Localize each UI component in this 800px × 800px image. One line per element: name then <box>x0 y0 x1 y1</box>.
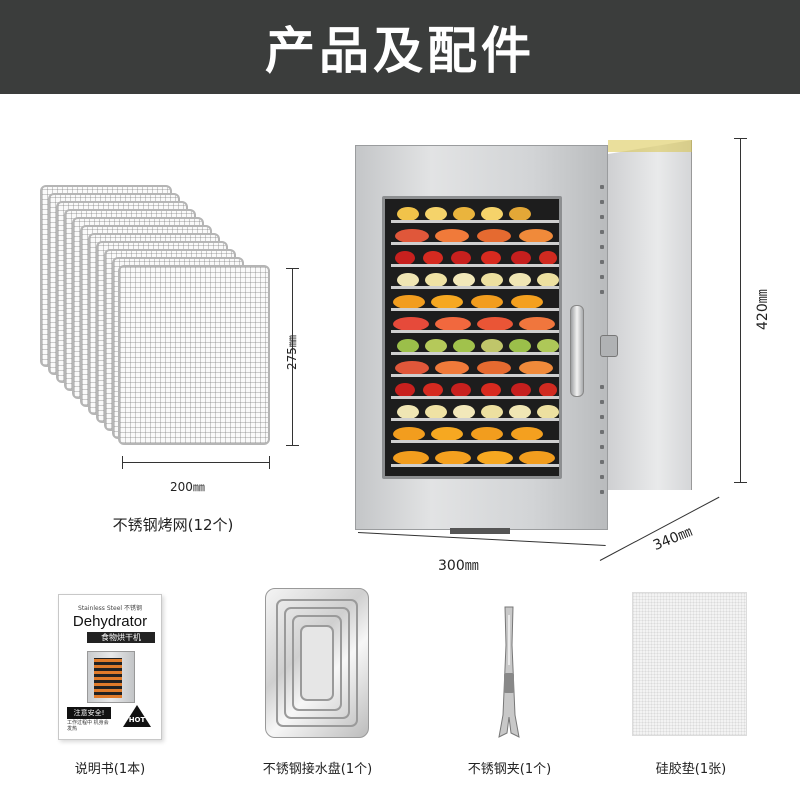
food-tray <box>391 379 559 399</box>
manual-warning-detail: 工作过程中 机身会发热 <box>67 720 109 732</box>
rack-caption: 不锈钢烤网(12个) <box>112 516 234 534</box>
food-tray <box>391 203 559 223</box>
instruction-manual: Stainless Steel 不锈钢 Dehydrator 食物烘干机 注意安… <box>58 594 162 740</box>
dimension-tick <box>122 456 123 469</box>
food-tray <box>391 247 559 267</box>
drip-tray <box>265 588 369 738</box>
manual-caption: 说明书(1本) <box>74 762 146 777</box>
machine-width-dimension-line <box>357 532 606 546</box>
drip-tray-caption: 不锈钢接水盘(1个) <box>262 762 373 777</box>
dimension-tick <box>734 482 747 483</box>
food-tray <box>391 335 559 355</box>
machine-side-panel <box>608 140 692 490</box>
dimension-tick <box>269 456 270 469</box>
dimension-tick <box>286 445 299 446</box>
rack-height-dimension-line <box>292 268 293 446</box>
machine-glass-door <box>382 196 562 479</box>
machine-top-strip <box>608 140 692 152</box>
mat-caption: 硅胶垫(1张) <box>655 762 727 777</box>
machine-height-label: 420㎜ <box>755 289 771 330</box>
manual-title: Dehydrator <box>72 613 148 630</box>
food-tray <box>391 357 559 377</box>
page-header: 产品及配件 <box>0 0 800 94</box>
food-tray <box>391 291 559 311</box>
dimension-tick <box>734 138 747 139</box>
manual-product-image <box>87 651 135 703</box>
food-tray <box>391 269 559 289</box>
hot-warning-icon: HOT <box>123 705 151 727</box>
door-latch <box>600 335 618 357</box>
manual-subtitle: 食物烘干机 <box>87 632 155 643</box>
tongs-caption: 不锈钢夹(1个) <box>467 762 552 777</box>
tongs-icon <box>498 606 520 738</box>
rack-width-dimension-line <box>122 462 270 463</box>
food-tray <box>391 423 559 443</box>
food-tray <box>391 225 559 245</box>
dimension-tick <box>286 268 299 269</box>
rack-height-label: 275㎜ <box>285 335 299 370</box>
page-title: 产品及配件 <box>265 22 535 80</box>
machine-base-foot <box>450 528 510 534</box>
food-tray <box>391 447 559 467</box>
manual-warning: 注意安全! <box>67 707 111 719</box>
silicone-mat <box>632 592 747 736</box>
rack-width-label: 200㎜ <box>170 480 205 494</box>
machine-width-label: 300㎜ <box>438 558 479 574</box>
door-handle <box>570 305 584 397</box>
food-tray <box>391 401 559 421</box>
machine-depth-label: 340㎜ <box>650 523 695 554</box>
food-tray <box>391 313 559 333</box>
machine-height-dimension-line <box>740 138 741 483</box>
wire-rack-front <box>118 265 270 445</box>
manual-top-text: Stainless Steel 不锈钢 <box>78 605 142 612</box>
